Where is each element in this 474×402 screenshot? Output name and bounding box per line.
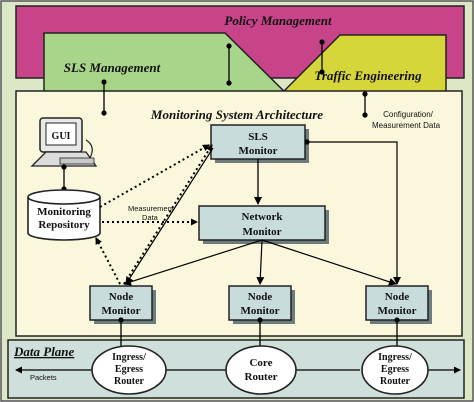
edge-node1-to-repo-dotted — [95, 237, 121, 285]
config-note-line1: Configuration/ — [383, 110, 434, 119]
router-core — [225, 345, 297, 395]
router-ingress-egress-right — [361, 345, 429, 395]
repository-label-line1: Monitoring — [37, 206, 91, 218]
monitoring-repository — [27, 189, 101, 241]
node-monitor-2-label-line2: Monitor — [240, 305, 279, 317]
node-monitor-box-1 — [89, 285, 156, 324]
node-monitor-box-2 — [228, 285, 295, 324]
router-right-line3: Router — [380, 376, 411, 387]
traffic-engineering-label: Traffic Engineering — [314, 68, 422, 83]
router-right-line2: Egress — [381, 364, 409, 375]
sls-monitor-label-line2: Monitor — [238, 145, 277, 157]
router-left-line2: Egress — [115, 364, 143, 375]
config-note-line2: Measurement Data — [372, 121, 441, 130]
router-core-line1: Core — [249, 357, 272, 369]
network-monitor-box — [198, 205, 329, 244]
node-monitor-box-3 — [365, 285, 432, 324]
packets-label: Packets — [30, 373, 57, 382]
edge-sls-to-node3 — [305, 141, 401, 285]
edge-network-to-node1 — [123, 239, 263, 286]
node-monitor-3-label-line1: Node — [385, 291, 410, 303]
data-plane-label: Data Plane — [13, 344, 75, 359]
node-monitor-3-label-line2: Monitor — [377, 305, 416, 317]
measurement-note-line1: Measurement — [128, 204, 175, 213]
repository-label-line2: Repository — [38, 219, 90, 231]
gui-label: GUI — [52, 131, 71, 142]
network-monitor-label-line2: Monitor — [242, 226, 281, 238]
router-right-line1: Ingress/ — [378, 352, 412, 363]
monitoring-system-label: Monitoring System Architecture — [150, 107, 323, 122]
network-monitor-label-line1: Network — [242, 211, 284, 223]
router-core-line2: Router — [245, 371, 278, 383]
router-left-line1: Ingress/ — [112, 352, 146, 363]
edge-network-to-node3 — [261, 239, 397, 286]
edge-network-to-node2 — [256, 239, 265, 285]
router-ingress-egress-left — [91, 345, 167, 395]
edge-sls-to-node1 — [125, 147, 214, 285]
sls-monitor-box — [210, 124, 309, 163]
router-left-line3: Router — [114, 376, 145, 387]
sls-monitor-label-line1: SLS — [248, 131, 268, 143]
node-monitor-1-label-line1: Node — [109, 291, 134, 303]
sls-management-label: SLS Management — [64, 60, 161, 75]
measurement-note-line2: Data — [142, 213, 159, 222]
node-monitor-2-label-line1: Node — [248, 291, 273, 303]
policy-management-label: Policy Management — [224, 13, 332, 28]
gui-computer-icon — [30, 117, 98, 167]
node-monitor-1-label-line2: Monitor — [101, 305, 140, 317]
edge-repo-to-sls-dotted — [99, 144, 210, 208]
